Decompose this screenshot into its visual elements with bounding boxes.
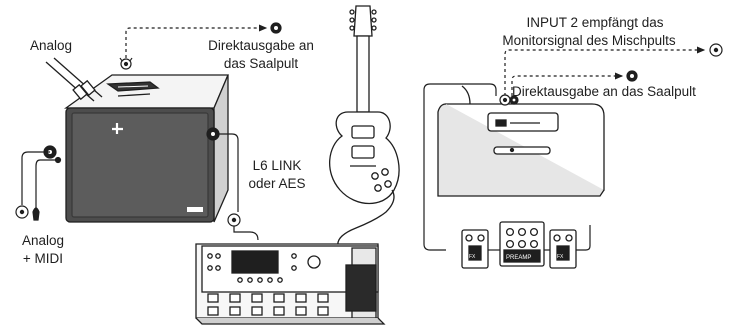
input2-line2: Monitorsignal des Mischpults [484, 32, 694, 49]
input2-line1: INPUT 2 empfängt das [500, 14, 690, 31]
analog-midi-line1: Analog [16, 232, 70, 249]
fx-badge-right: FX [557, 254, 564, 260]
guitar-amplifier-icon [438, 86, 604, 196]
analog-midi-cables [16, 146, 61, 220]
preamp-badge: PREAMP [506, 255, 531, 261]
electric-guitar-icon [330, 6, 399, 246]
fx-pedal-icon [462, 230, 488, 268]
multi-effects-floor-processor-icon [196, 244, 384, 324]
l6-link-line1: L6 LINK [236, 157, 318, 174]
analog-midi-line2: + MIDI [16, 250, 70, 267]
analog-label: Analog [30, 37, 72, 54]
fx-badge-left: FX [469, 254, 476, 260]
direct-out-left-line1: Direktausgabe an [198, 37, 324, 54]
direct-out-right: Direktausgabe an das Saalpult [512, 83, 696, 100]
l6-link-line2: oder AES [236, 175, 318, 192]
direct-out-left-line2: das Saalpult [198, 55, 324, 72]
fx-pedal-icon-2 [550, 230, 576, 268]
